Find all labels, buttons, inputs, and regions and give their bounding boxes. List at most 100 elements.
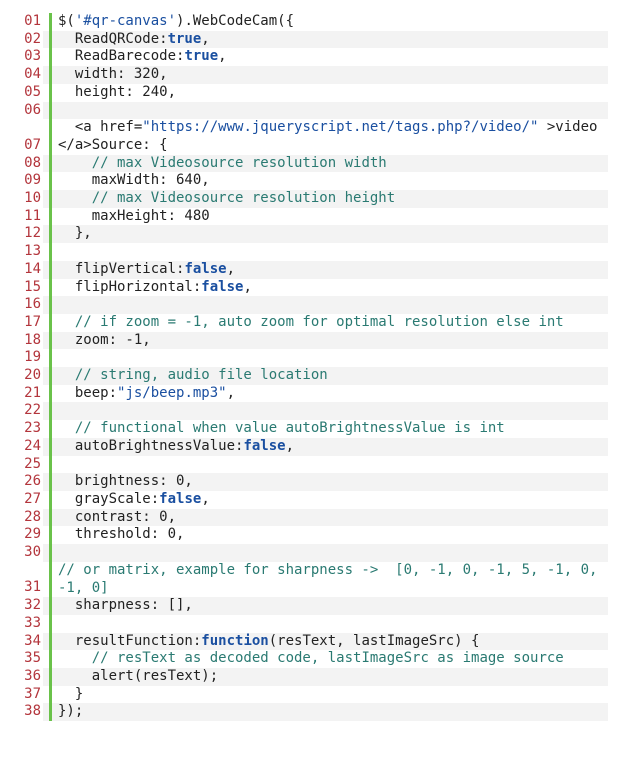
code-line: 07 <a href="https://www.jqueryscript.net… (17, 119, 608, 155)
code-token (58, 314, 75, 330)
code-comment: // max Videosource resolution height (91, 190, 396, 207)
line-content: width: 320, (52, 66, 608, 84)
line-content: // string, audio file location (52, 367, 608, 385)
gutter-separator (49, 48, 52, 67)
line-content (52, 615, 608, 633)
line-content: // resText as decoded code, lastImageSrc… (52, 650, 608, 668)
code-token: beep: (58, 384, 118, 401)
code-line: 32 sharpness: [], (17, 597, 608, 615)
line-content: resultFunction:function(resText, lastIma… (52, 633, 608, 651)
code-token: , (218, 48, 227, 65)
code-token: contrast: 0, (58, 508, 177, 525)
gutter-separator (49, 154, 52, 173)
code-line: 10 // max Videosource resolution height (17, 190, 608, 208)
gutter-separator (49, 278, 52, 297)
code-token: ReadQRCode: (58, 30, 168, 47)
code-comment: // string, audio file location (74, 367, 328, 384)
line-number: 03 (17, 48, 43, 67)
code-comment: // if zoom = -1, auto zoom for optimal r… (74, 313, 564, 330)
line-content (52, 102, 608, 120)
line-number: 30 (17, 544, 43, 562)
code-token: }, (58, 225, 92, 242)
code-keyword: function (201, 632, 269, 649)
code-keyword: false (184, 260, 227, 277)
code-token: threshold: 0, (58, 526, 185, 543)
code-line: 14 flipVertical:false, (17, 260, 608, 279)
code-token: ).WebCodeCam({ (176, 13, 295, 29)
code-token: , (201, 490, 210, 507)
gutter-separator (49, 66, 52, 84)
line-number: 34 (17, 632, 43, 651)
gutter-separator (49, 83, 52, 102)
code-line: 12 }, (17, 225, 608, 244)
line-content: beep:"js/beep.mp3", (52, 385, 608, 403)
line-content: autoBrightnessValue:false, (52, 438, 608, 456)
gutter-separator (49, 101, 52, 120)
line-number: 17 (17, 313, 43, 332)
code-token (58, 420, 75, 436)
code-keyword: false (243, 437, 286, 454)
code-token: width: 320, (58, 66, 168, 83)
gutter-separator (49, 296, 52, 314)
line-content: contrast: 0, (52, 509, 608, 527)
code-line: 35 // resText as decoded code, lastImage… (17, 650, 608, 669)
code-token: <a href= (58, 119, 143, 136)
line-content: $('#qr-canvas').WebCodeCam({ (52, 13, 608, 31)
line-number: 31 (17, 561, 43, 598)
code-line: 38}); (17, 703, 608, 722)
code-line: 21 beep:"js/beep.mp3", (17, 384, 608, 403)
code-string: '#qr-canvas' (74, 13, 177, 29)
line-number: 12 (17, 225, 43, 244)
line-number: 37 (17, 685, 43, 704)
line-content: // if zoom = -1, auto zoom for optimal r… (52, 314, 608, 332)
code-token: }); (58, 703, 84, 720)
code-token: maxWidth: 640, (58, 172, 210, 189)
code-line: 37 } (17, 685, 608, 704)
code-token: } (58, 685, 84, 702)
gutter-separator (49, 614, 52, 633)
code-line: 27 grayScale:false, (17, 490, 608, 509)
code-line: 23 // functional when value autoBrightne… (17, 420, 608, 438)
gutter-separator (49, 367, 52, 385)
gutter-separator (49, 473, 52, 491)
gutter-separator (49, 668, 52, 686)
line-number: 14 (17, 260, 43, 279)
code-string: "https://www.jqueryscript.net/tags.php?/… (142, 119, 539, 136)
gutter-separator (49, 437, 52, 456)
code-token: maxHeight: 480 (58, 207, 210, 224)
gutter-separator (49, 243, 52, 261)
code-token: $( (58, 13, 75, 29)
line-number: 07 (17, 119, 43, 155)
gutter-separator (49, 544, 52, 562)
line-content: // max Videosource resolution height (52, 190, 608, 208)
line-content: threshold: 0, (52, 526, 608, 544)
code-comment: // max Videosource resolution width (91, 154, 387, 171)
code-line: 09 maxWidth: 640, (17, 172, 608, 191)
code-keyword: true (167, 30, 202, 47)
gutter-separator (49, 508, 52, 527)
line-number: 28 (17, 508, 43, 527)
line-number: 29 (17, 526, 43, 545)
line-number: 05 (17, 83, 43, 102)
line-content (52, 456, 608, 474)
line-content: grayScale:false, (52, 491, 608, 509)
line-content: height: 240, (52, 84, 608, 102)
line-number: 06 (17, 101, 43, 120)
code-token: alert(resText); (58, 668, 219, 685)
code-line: 04 width: 320, (17, 66, 608, 84)
line-number: 15 (17, 278, 43, 297)
line-content (52, 243, 608, 261)
line-content: flipVertical:false, (52, 261, 608, 279)
code-keyword: true (184, 48, 219, 65)
code-line: 13 (17, 243, 608, 261)
code-line: 18 zoom: -1, (17, 331, 608, 350)
gutter-separator (49, 207, 52, 226)
line-content: maxWidth: 640, (52, 172, 608, 190)
code-token (58, 155, 92, 171)
line-content: zoom: -1, (52, 332, 608, 350)
code-token (58, 367, 75, 383)
code-token: zoom: -1, (58, 331, 151, 348)
code-token: , (226, 260, 236, 277)
line-content (52, 544, 608, 562)
line-number: 21 (17, 384, 43, 403)
